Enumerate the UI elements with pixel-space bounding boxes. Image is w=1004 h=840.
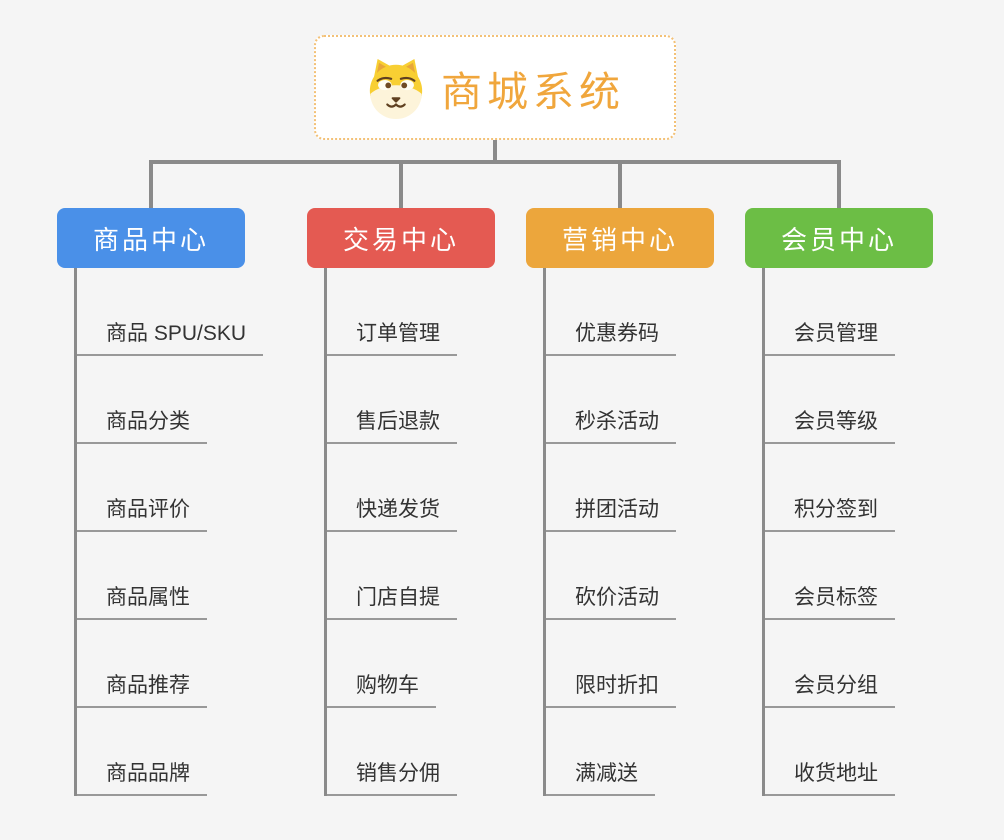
node-store-pickup[interactable]: 门店自提 (327, 532, 457, 620)
branch-member-center: 会员中心 会员管理 会员等级 积分签到 会员标签 会员分组 收货地址 (745, 208, 985, 796)
dog-face-icon (369, 58, 423, 119)
node-member-groups[interactable]: 会员分组 (765, 620, 895, 708)
node-limited-discount[interactable]: 限时折扣 (546, 620, 676, 708)
branch-header-marketing-center[interactable]: 营销中心 (526, 208, 714, 268)
connector-stub-trade (399, 162, 403, 208)
node-product-recommend[interactable]: 商品推荐 (77, 620, 207, 708)
root-title: 商城系统 (441, 68, 625, 115)
connector-bus (149, 160, 841, 164)
node-member-level[interactable]: 会员等级 (765, 356, 895, 444)
connector-root-stub (493, 140, 497, 162)
node-bargain-activity[interactable]: 砍价活动 (546, 532, 676, 620)
node-coupon-code[interactable]: 优惠券码 (546, 268, 676, 356)
node-product-attribute[interactable]: 商品属性 (77, 532, 207, 620)
connector-stub-products (149, 162, 153, 208)
node-shipping-address[interactable]: 收货地址 (765, 708, 895, 796)
node-product-category[interactable]: 商品分类 (77, 356, 207, 444)
node-member-management[interactable]: 会员管理 (765, 268, 895, 356)
node-product-review[interactable]: 商品评价 (77, 444, 207, 532)
root-node[interactable]: 商城系统 (314, 35, 676, 140)
branch-header-member-center[interactable]: 会员中心 (745, 208, 933, 268)
branch-items-member-center: 会员管理 会员等级 积分签到 会员标签 会员分组 收货地址 (762, 268, 985, 796)
node-sales-commission[interactable]: 销售分佣 (327, 708, 457, 796)
branch-header-product-center[interactable]: 商品中心 (57, 208, 245, 268)
node-product-spu-sku[interactable]: 商品 SPU/SKU (77, 268, 264, 356)
branch-items-marketing-center: 优惠券码 秒杀活动 拼团活动 砍价活动 限时折扣 满减送 (543, 268, 766, 796)
node-points-checkin[interactable]: 积分签到 (765, 444, 895, 532)
connector-stub-marketing (618, 162, 622, 208)
connector-stub-members (837, 162, 841, 208)
branch-product-center: 商品中心 商品 SPU/SKU 商品分类 商品评价 商品属性 商品推荐 商品品牌 (57, 208, 297, 796)
node-product-brand[interactable]: 商品品牌 (77, 708, 207, 796)
branch-trade-center: 交易中心 订单管理 售后退款 快递发货 门店自提 购物车 销售分佣 (307, 208, 547, 796)
branch-items-product-center: 商品 SPU/SKU 商品分类 商品评价 商品属性 商品推荐 商品品牌 (74, 268, 297, 796)
node-express-shipping[interactable]: 快递发货 (327, 444, 457, 532)
node-group-buy[interactable]: 拼团活动 (546, 444, 676, 532)
node-shopping-cart[interactable]: 购物车 (327, 620, 436, 708)
node-aftersale-refund[interactable]: 售后退款 (327, 356, 457, 444)
node-flash-sale[interactable]: 秒杀活动 (546, 356, 676, 444)
branch-items-trade-center: 订单管理 售后退款 快递发货 门店自提 购物车 销售分佣 (324, 268, 547, 796)
branch-header-trade-center[interactable]: 交易中心 (307, 208, 495, 268)
node-spend-save[interactable]: 满减送 (546, 708, 655, 796)
branch-marketing-center: 营销中心 优惠券码 秒杀活动 拼团活动 砍价活动 限时折扣 满减送 (526, 208, 766, 796)
node-order-management[interactable]: 订单管理 (327, 268, 457, 356)
node-member-tags[interactable]: 会员标签 (765, 532, 895, 620)
